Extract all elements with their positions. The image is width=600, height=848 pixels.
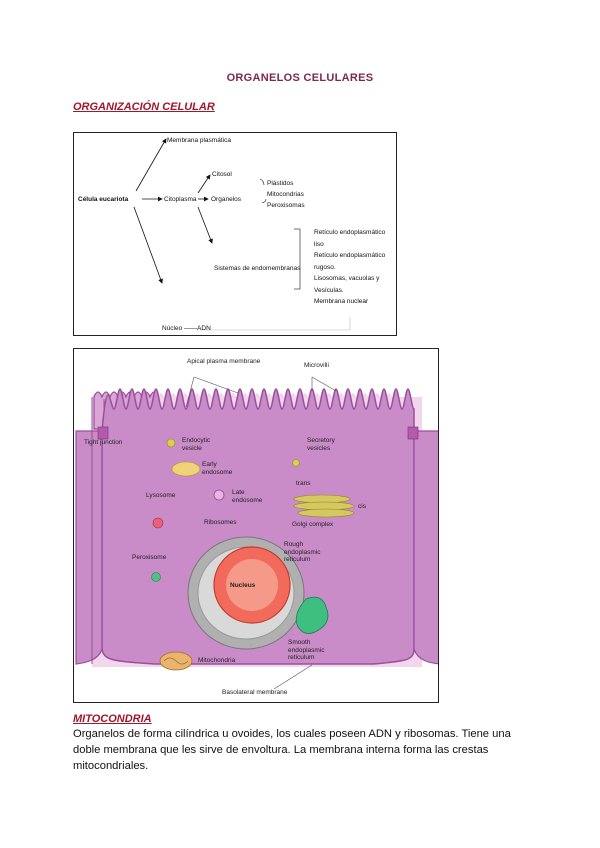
label-endocytic: Endocytic vesicle	[182, 437, 211, 452]
endomembrane-list: Retículo endoplasmático liso Retículo en…	[314, 229, 386, 305]
label-mitochondria: Mitochondria	[198, 657, 236, 664]
mitocondria-description: Organelos de forma cilíndrica u ovoides,…	[73, 728, 511, 772]
label-rough-er: Rough endoplasmic reticulum	[284, 541, 321, 563]
cell-drawing	[75, 376, 438, 690]
page-title: ORGANELOS CELULARES	[226, 72, 374, 84]
label-golgi: Golgi complex	[292, 521, 334, 528]
label-membrana: Membrana plasmática	[167, 137, 231, 144]
label-nucleus: Nucleus	[230, 582, 256, 589]
label-citoplasma: Citoplasma	[164, 196, 197, 203]
label-microvilli: Microvilli	[304, 362, 329, 369]
label-peroxisome: Peroxisome	[132, 554, 167, 561]
label-early-endosome: Early endosome	[202, 461, 233, 476]
organization-diagram: Membrana plasmática Célula eucariota Cit…	[73, 132, 397, 336]
organelles-list: Plástidos Mitocondrias Peroxisomas	[267, 180, 305, 209]
label-late-endosome: Late endosome	[232, 489, 263, 504]
label-basolateral: Basolateral membrane	[222, 689, 288, 696]
label-citosol: Citosol	[212, 171, 232, 178]
label-lysosome: Lysosome	[146, 492, 176, 499]
section-heading-organizacion: ORGANIZACIÓN CELULAR	[73, 101, 215, 113]
label-secretory: Secretory vesicles	[307, 437, 335, 452]
label-ribosomes: Ribosomes	[204, 519, 237, 526]
label-nucleo: Núcleo ——ADN	[162, 325, 211, 332]
label-apical: Apical plasma membrane	[187, 358, 261, 365]
label-trans: trans	[296, 480, 311, 487]
label-organelos: Organelos	[211, 196, 241, 203]
cell-illustration: Apical plasma membrane Microvilli Tight …	[73, 348, 439, 703]
label-cis: cis	[358, 503, 366, 510]
label-celula: Célula eucariota	[78, 196, 129, 203]
label-smooth-er: Smooth endoplasmic reticulum	[288, 639, 325, 661]
label-endomembranas: Sistemas de endomembranas	[214, 265, 301, 272]
section-heading-mitocondria: MITOCONDRIA	[73, 713, 152, 725]
label-tight-junction: Tight junction	[84, 439, 123, 446]
diagram-arrows	[133, 138, 351, 331]
